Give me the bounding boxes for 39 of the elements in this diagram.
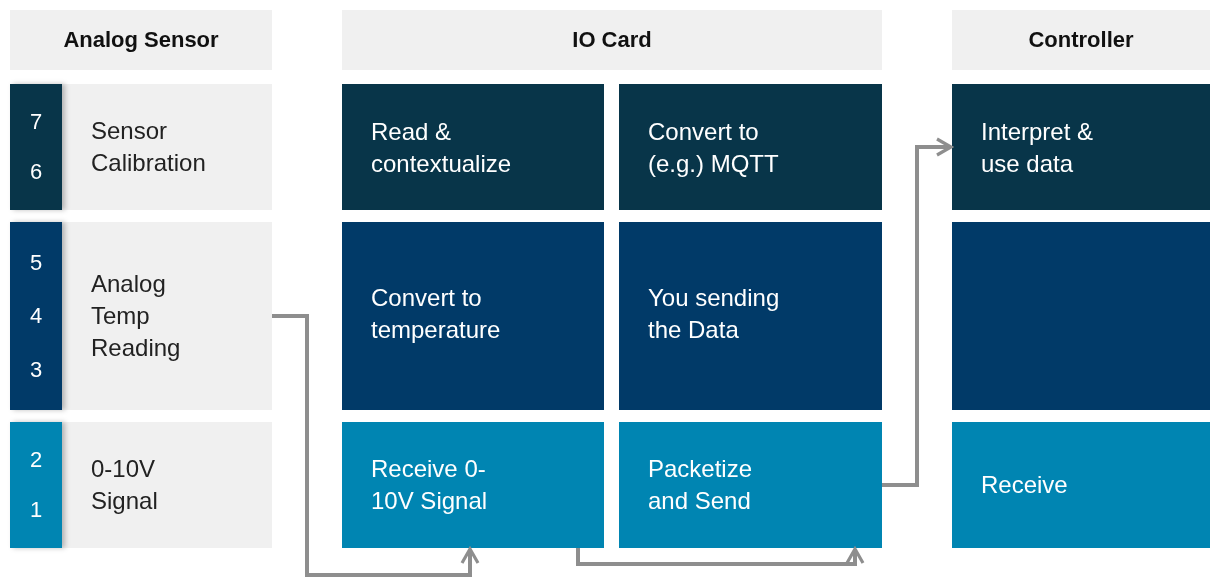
process-box: [619, 422, 882, 548]
layer-number: 2: [29, 446, 43, 473]
layer-number-tab: [10, 84, 62, 210]
layer-name: Sensor Calibration: [91, 116, 206, 178]
layer-number-tab: [10, 422, 62, 548]
process-text: Receive 0-10V Signal: [371, 454, 489, 516]
process-text: Receive: [981, 470, 1069, 500]
process-box: [952, 422, 1210, 548]
process-text: Packetize and Send: [648, 454, 754, 516]
column-heading: Analog Sensor: [63, 27, 219, 53]
layer-number: 7: [29, 108, 43, 135]
arrow: [272, 314, 480, 577]
layer-number-tab: [10, 222, 62, 410]
process-box: [952, 222, 1210, 410]
process-box: [619, 84, 882, 210]
process-text: Convert to (e.g.) MQTT: [648, 117, 780, 179]
process-box: [342, 222, 604, 410]
process-text: Read & contextualize: [371, 117, 513, 179]
process-box: [342, 422, 604, 548]
column-heading: IO Card: [572, 27, 652, 53]
layer-number: 3: [29, 356, 43, 383]
layer-label-band: [62, 222, 272, 410]
layer-number: 5: [29, 249, 43, 276]
layer-number: 6: [29, 159, 43, 186]
process-text: Interpret & use data: [981, 117, 1095, 179]
layer-number: 4: [29, 303, 43, 329]
process-box: [952, 84, 1210, 210]
layer-name: 0-10V Signal: [91, 454, 158, 516]
layer-name: Analog Temp Reading: [91, 269, 181, 363]
layer-number: 1: [29, 497, 43, 524]
process-text: You sending the Data: [648, 283, 781, 345]
arrow: [576, 547, 865, 566]
column-heading: Controller: [1028, 27, 1134, 53]
process-box: [342, 84, 604, 210]
process-box: [619, 222, 882, 410]
process-text: Convert to temperature: [371, 283, 502, 345]
arrow: [882, 137, 953, 487]
layer-label-band: [62, 84, 272, 210]
layer-label-band: [62, 422, 272, 548]
